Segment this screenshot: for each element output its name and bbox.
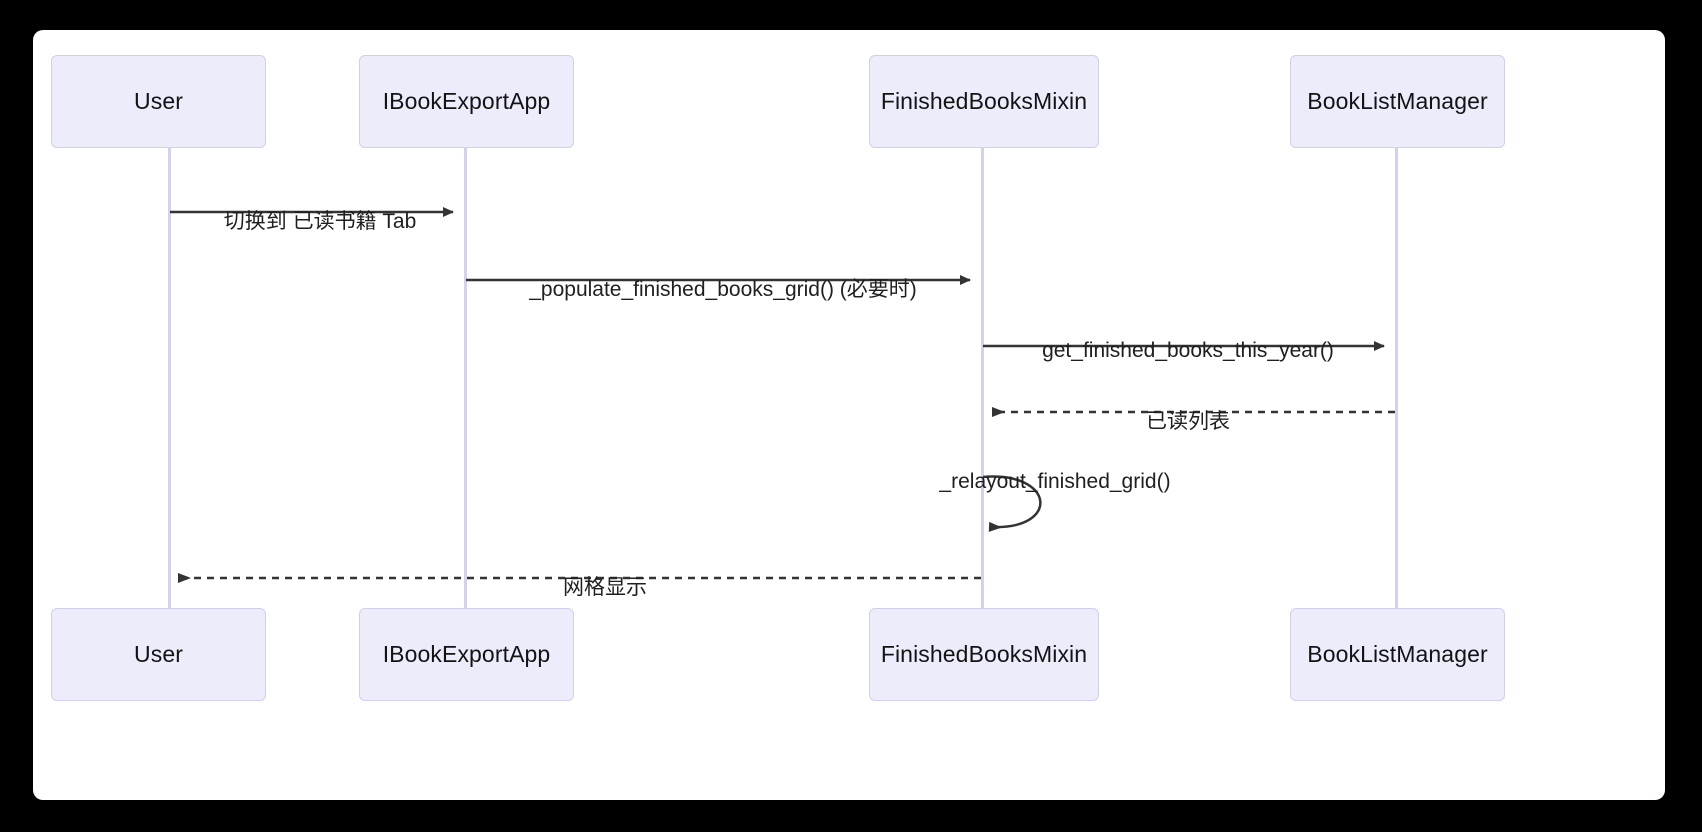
- diagram-canvas: User IBookExportApp FinishedBooksMixin B…: [33, 30, 1665, 800]
- participant-label-ibookexportapp-bottom: IBookExportApp: [382, 641, 551, 667]
- participant-box-user-bottom[interactable]: User: [51, 608, 266, 701]
- message-label-m5: _relayout_finished_grid(): [939, 470, 1171, 493]
- participant-box-finishedbooksmixin-bottom[interactable]: FinishedBooksMixin: [869, 608, 1099, 701]
- participant-box-ibookexportapp-top[interactable]: IBookExportApp: [359, 55, 574, 148]
- message-label-m3: get_finished_books_this_year(): [1042, 339, 1334, 362]
- message-arrows: [170, 207, 1395, 583]
- participant-label-user-bottom: User: [134, 641, 183, 667]
- participant-label-booklistmanager-bottom: BookListManager: [1307, 641, 1488, 667]
- lifeline-user: [168, 148, 171, 608]
- participant-label-booklistmanager-top: BookListManager: [1307, 88, 1488, 114]
- participant-label-finishedbooksmixin-top: FinishedBooksMixin: [880, 88, 1088, 114]
- message-label-m4: 已读列表: [1146, 410, 1230, 433]
- lifeline-booklistmanager: [1395, 148, 1398, 608]
- participant-box-finishedbooksmixin-top[interactable]: FinishedBooksMixin: [869, 55, 1099, 148]
- participant-box-booklistmanager-bottom[interactable]: BookListManager: [1290, 608, 1505, 701]
- participant-label-user-top: User: [134, 88, 183, 114]
- lifeline-finishedbooksmixin: [981, 148, 984, 608]
- participant-label-finishedbooksmixin-bottom: FinishedBooksMixin: [880, 641, 1088, 667]
- participant-box-user-top[interactable]: User: [51, 55, 266, 148]
- sequence-diagram: User IBookExportApp FinishedBooksMixin B…: [33, 30, 1665, 800]
- message-label-m1: 切换到 已读书籍 Tab: [223, 210, 417, 233]
- participant-box-booklistmanager-top[interactable]: BookListManager: [1290, 55, 1505, 148]
- message-label-m2: _populate_finished_books_grid() (必要时): [529, 278, 917, 301]
- lifeline-ibookexportapp: [464, 148, 467, 608]
- participant-box-ibookexportapp-bottom[interactable]: IBookExportApp: [359, 608, 574, 701]
- message-label-m6: 网格显示: [563, 576, 647, 599]
- participant-label-ibookexportapp-top: IBookExportApp: [382, 88, 551, 114]
- message-arrow-m5-self: [982, 475, 1042, 532]
